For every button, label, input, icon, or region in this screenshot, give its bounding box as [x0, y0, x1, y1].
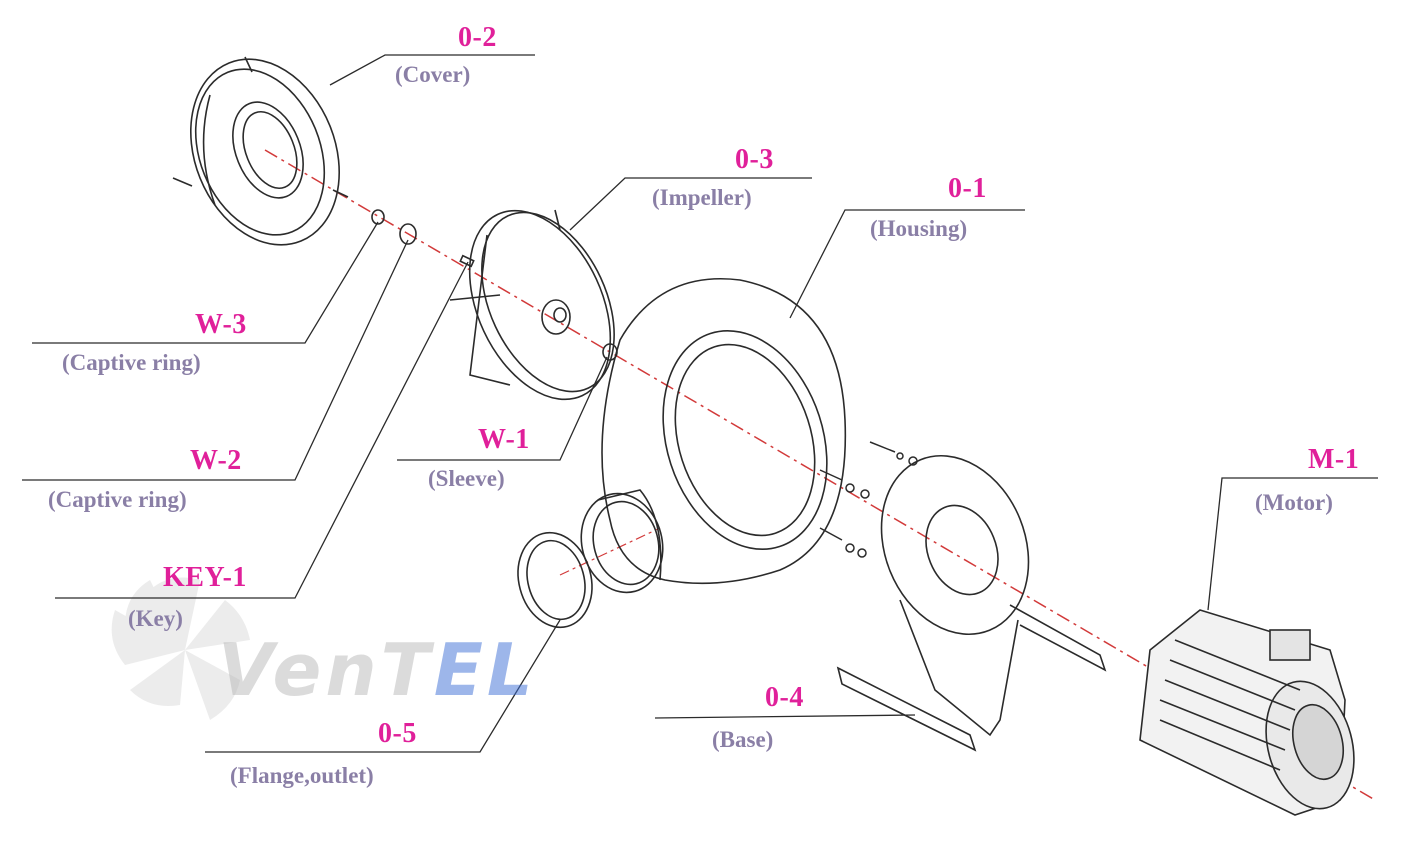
label-desc-w2: (Captive ring)	[48, 487, 187, 512]
label-desc-key: (Key)	[128, 606, 183, 631]
cover-part	[172, 56, 349, 246]
brand-watermark: VenTEL	[218, 628, 537, 712]
captive-rings	[371, 209, 475, 268]
brand-word-accent: EL	[433, 628, 537, 712]
base-part	[836, 454, 1107, 752]
housing-part	[597, 278, 847, 585]
impeller-part	[449, 209, 618, 401]
label-desc-base: (Base)	[712, 727, 774, 752]
label-desc-w1: (Sleeve)	[428, 466, 505, 491]
label-code-w2: W-2	[190, 445, 242, 476]
bolts	[819, 441, 918, 558]
label-desc-w3: (Captive ring)	[62, 350, 201, 375]
label-desc-impeller: (Impeller)	[652, 185, 752, 210]
label-code-impeller: 0-3	[735, 144, 774, 175]
brand-word-main: VenT	[218, 628, 434, 712]
label-code-w1: W-1	[478, 424, 530, 455]
label-code-housing: 0-1	[948, 173, 987, 204]
label-code-key: KEY-1	[163, 562, 247, 593]
outlet-axis-line	[559, 527, 661, 576]
label-desc-flange: (Flange,outlet)	[230, 763, 374, 788]
label-desc-cover: (Cover)	[395, 62, 471, 87]
watermark-fan-icon	[111, 577, 250, 720]
label-code-base: 0-4	[765, 682, 804, 713]
label-code-flange: 0-5	[378, 718, 417, 749]
label-desc-housing: (Housing)	[870, 216, 968, 241]
label-code-w3: W-3	[195, 309, 247, 340]
label-desc-motor: (Motor)	[1255, 490, 1333, 515]
motor-part	[1139, 609, 1355, 816]
leader-lines	[22, 54, 1378, 753]
label-code-cover: 0-2	[458, 22, 497, 53]
flange-part	[517, 492, 664, 629]
label-code-motor: M-1	[1308, 444, 1360, 475]
